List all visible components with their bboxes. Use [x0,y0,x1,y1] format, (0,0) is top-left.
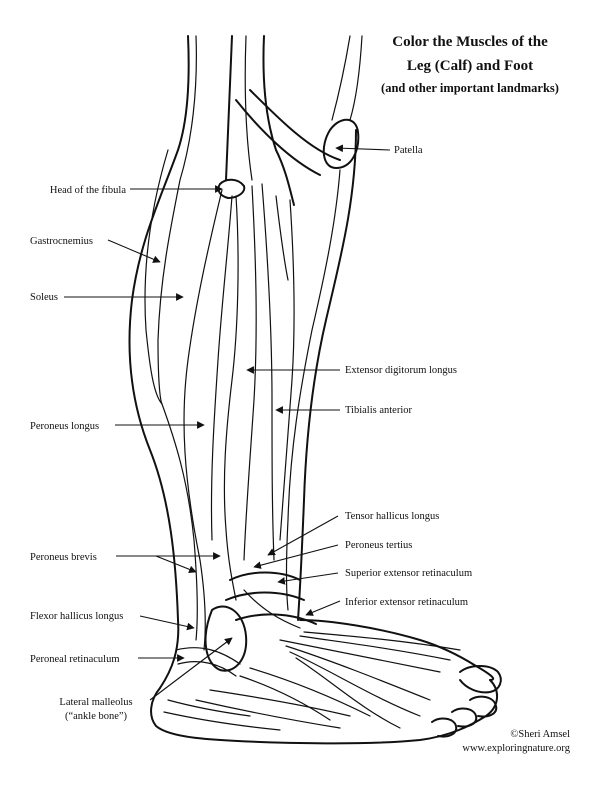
title-line-1: Color the Muscles of the [392,34,548,50]
credit-site: www.exploringnature.org [462,743,570,754]
label-peroneus-longus: Peroneus longus [30,421,99,432]
pointer-gastrocnemius [107,239,161,263]
pointer-peroneus-brevis-b [155,555,197,574]
pointer-tensor-hallicus [267,515,339,556]
label-ankle-bone: (“ankle bone”) [65,711,128,722]
label-head-fibula: Head of the fibula [50,185,126,196]
pointer-lateral-malleolus [149,637,233,701]
pointer-peroneus-tertius [253,544,339,569]
pointer-patella [335,144,391,153]
leg-illustration [128,35,502,745]
label-flexor-hallicus: Flexor hallicus longus [30,611,123,622]
pointer-flexor-hallicus [139,615,195,631]
label-inferior-retinaculum: Inferior extensor retinaculum [345,597,468,608]
credit-author: ©Sheri Amsel [510,729,570,740]
label-peroneal-retinaculum: Peroneal retinaculum [30,654,120,665]
label-gastrocnemius: Gastrocnemius [30,236,93,247]
label-extensor-digitorum: Extensor digitorum longus [345,365,457,376]
label-superior-retinaculum: Superior extensor retinaculum [345,568,472,579]
label-soleus: Soleus [30,292,58,303]
label-patella: Patella [394,145,423,156]
title-line-3: (and other important landmarks) [381,81,559,95]
pointers [64,144,391,701]
label-tensor-hallicus: Tensor hallicus longus [345,511,439,522]
labels: Patella Head of the fibula Gastrocnemius… [30,145,472,722]
pointer-superior-retinaculum [277,572,339,585]
label-lateral-malleolus: Lateral malleolus [59,697,132,708]
title-line-2: Leg (Calf) and Foot [407,58,533,74]
label-peroneus-brevis: Peroneus brevis [30,552,97,563]
label-peroneus-tertius: Peroneus tertius [345,540,412,551]
pointer-inferior-retinaculum [305,600,341,616]
label-tibialis-anterior: Tibialis anterior [345,405,412,416]
